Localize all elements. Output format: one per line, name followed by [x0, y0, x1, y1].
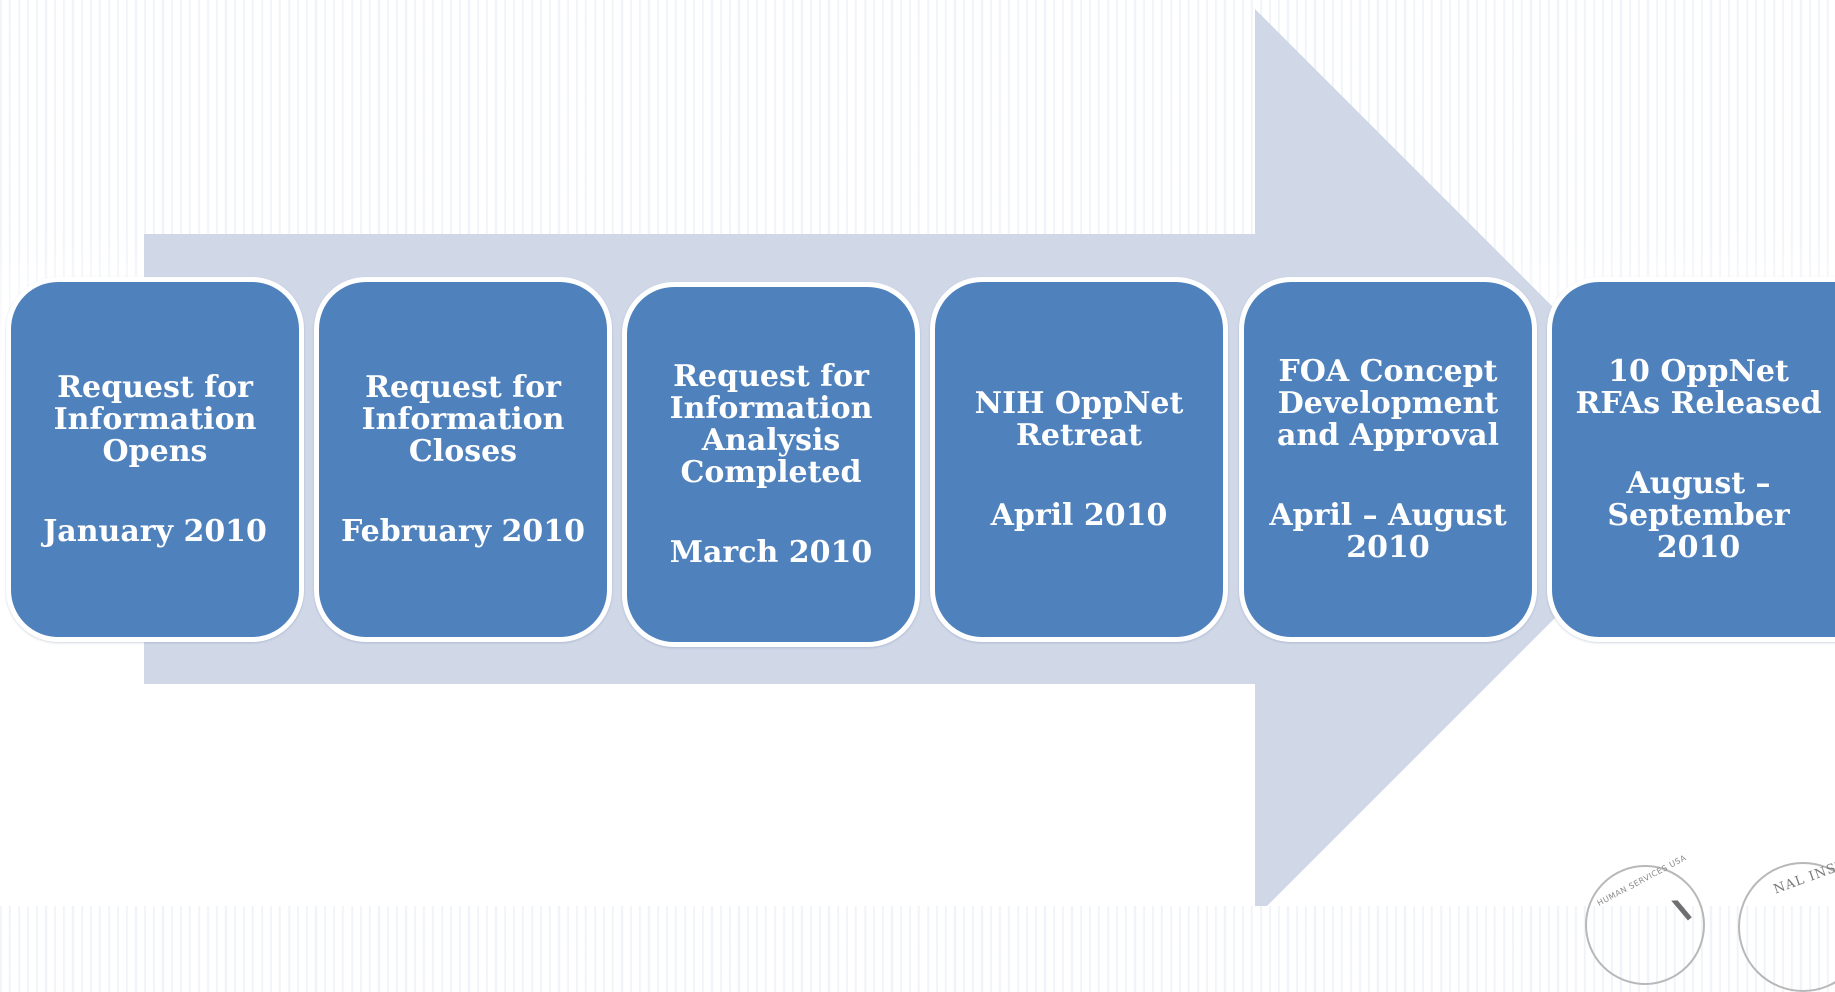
step-date: February 2010: [341, 513, 585, 549]
step-date: April 2010: [990, 497, 1168, 533]
timeline-step-rfi-closes: Request for Information Closes February …: [314, 277, 612, 642]
step-date: March 2010: [669, 534, 873, 570]
timeline-step-rfi-opens: Request for Information Opens January 20…: [6, 277, 304, 642]
timeline-step-rfas-released: 10 OppNet RFAs Released August – Septemb…: [1547, 277, 1835, 642]
step-title: Request for Information Closes: [361, 369, 565, 469]
step-title: FOA Concept Development and Approval: [1277, 353, 1499, 453]
step-date: August – September 2010: [1607, 465, 1790, 565]
step-title: Request for Information Opens: [53, 369, 257, 469]
timeline-steps: Request for Information Opens January 20…: [6, 277, 1835, 647]
step-title: Request for Information Analysis Complet…: [669, 358, 873, 490]
step-title: 10 OppNet RFAs Released: [1575, 353, 1822, 421]
step-date: January 2010: [43, 513, 267, 549]
step-title: NIH OppNet Retreat: [974, 385, 1184, 453]
timeline-step-oppnet-retreat: NIH OppNet Retreat April 2010: [930, 277, 1228, 642]
step-date: April – August 2010: [1269, 497, 1507, 565]
timeline-step-rfi-analysis: Request for Information Analysis Complet…: [622, 282, 920, 647]
timeline-step-foa-concept: FOA Concept Development and Approval Apr…: [1239, 277, 1537, 642]
